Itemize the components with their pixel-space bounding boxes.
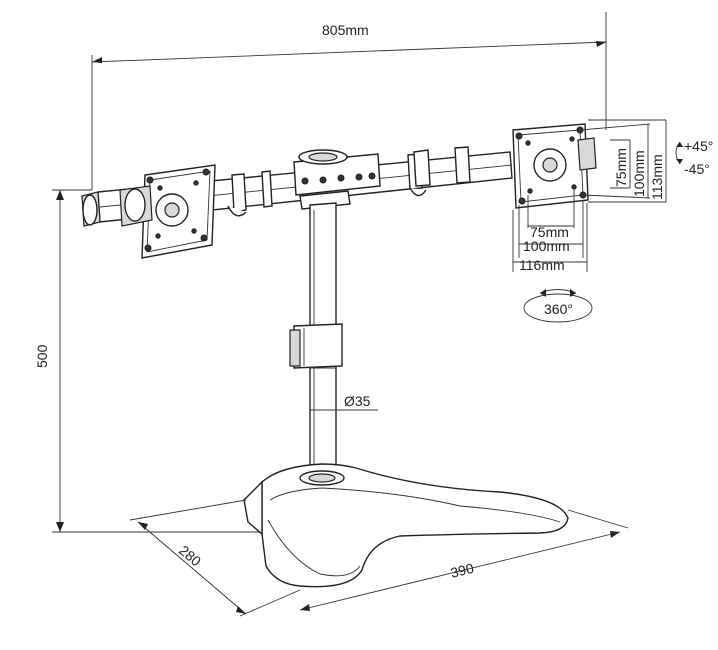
vesa-width-75: 75mm <box>530 224 569 240</box>
swivel-indicator: 360° <box>523 289 593 323</box>
base-width-dimension: 390 <box>299 509 629 611</box>
tilt-up-label: +45° <box>684 138 713 154</box>
right-vesa-plate <box>512 123 597 209</box>
vesa-height-113: 113mm <box>649 154 665 200</box>
base-width-label: 390 <box>449 560 476 581</box>
vesa-width-dimensions: 75mm 100mm 116mm <box>512 190 588 273</box>
vesa-width-100: 100mm <box>523 238 570 254</box>
tilt-down-label: -45° <box>684 161 710 177</box>
base-depth-label: 280 <box>176 542 204 569</box>
base <box>243 463 569 588</box>
height-dimension: 500 <box>34 189 260 533</box>
left-vesa-plate <box>119 164 216 259</box>
height-label: 500 <box>34 344 50 368</box>
pole-diameter-label: Ø35 <box>344 393 371 409</box>
vesa-height-dimensions: 75mm 100mm 113mm <box>579 119 667 203</box>
width-label: 805mm <box>322 22 369 38</box>
tilt-indicator: +45° -45° <box>675 138 713 177</box>
swivel-label: 360° <box>544 301 573 317</box>
center-clamp <box>293 149 381 210</box>
vesa-width-116: 116mm <box>519 257 565 273</box>
width-dimension: 805mm <box>91 12 607 190</box>
vesa-height-75: 75mm <box>613 148 629 187</box>
vesa-height-100: 100mm <box>631 150 647 197</box>
pole: Ø35 <box>289 202 378 479</box>
